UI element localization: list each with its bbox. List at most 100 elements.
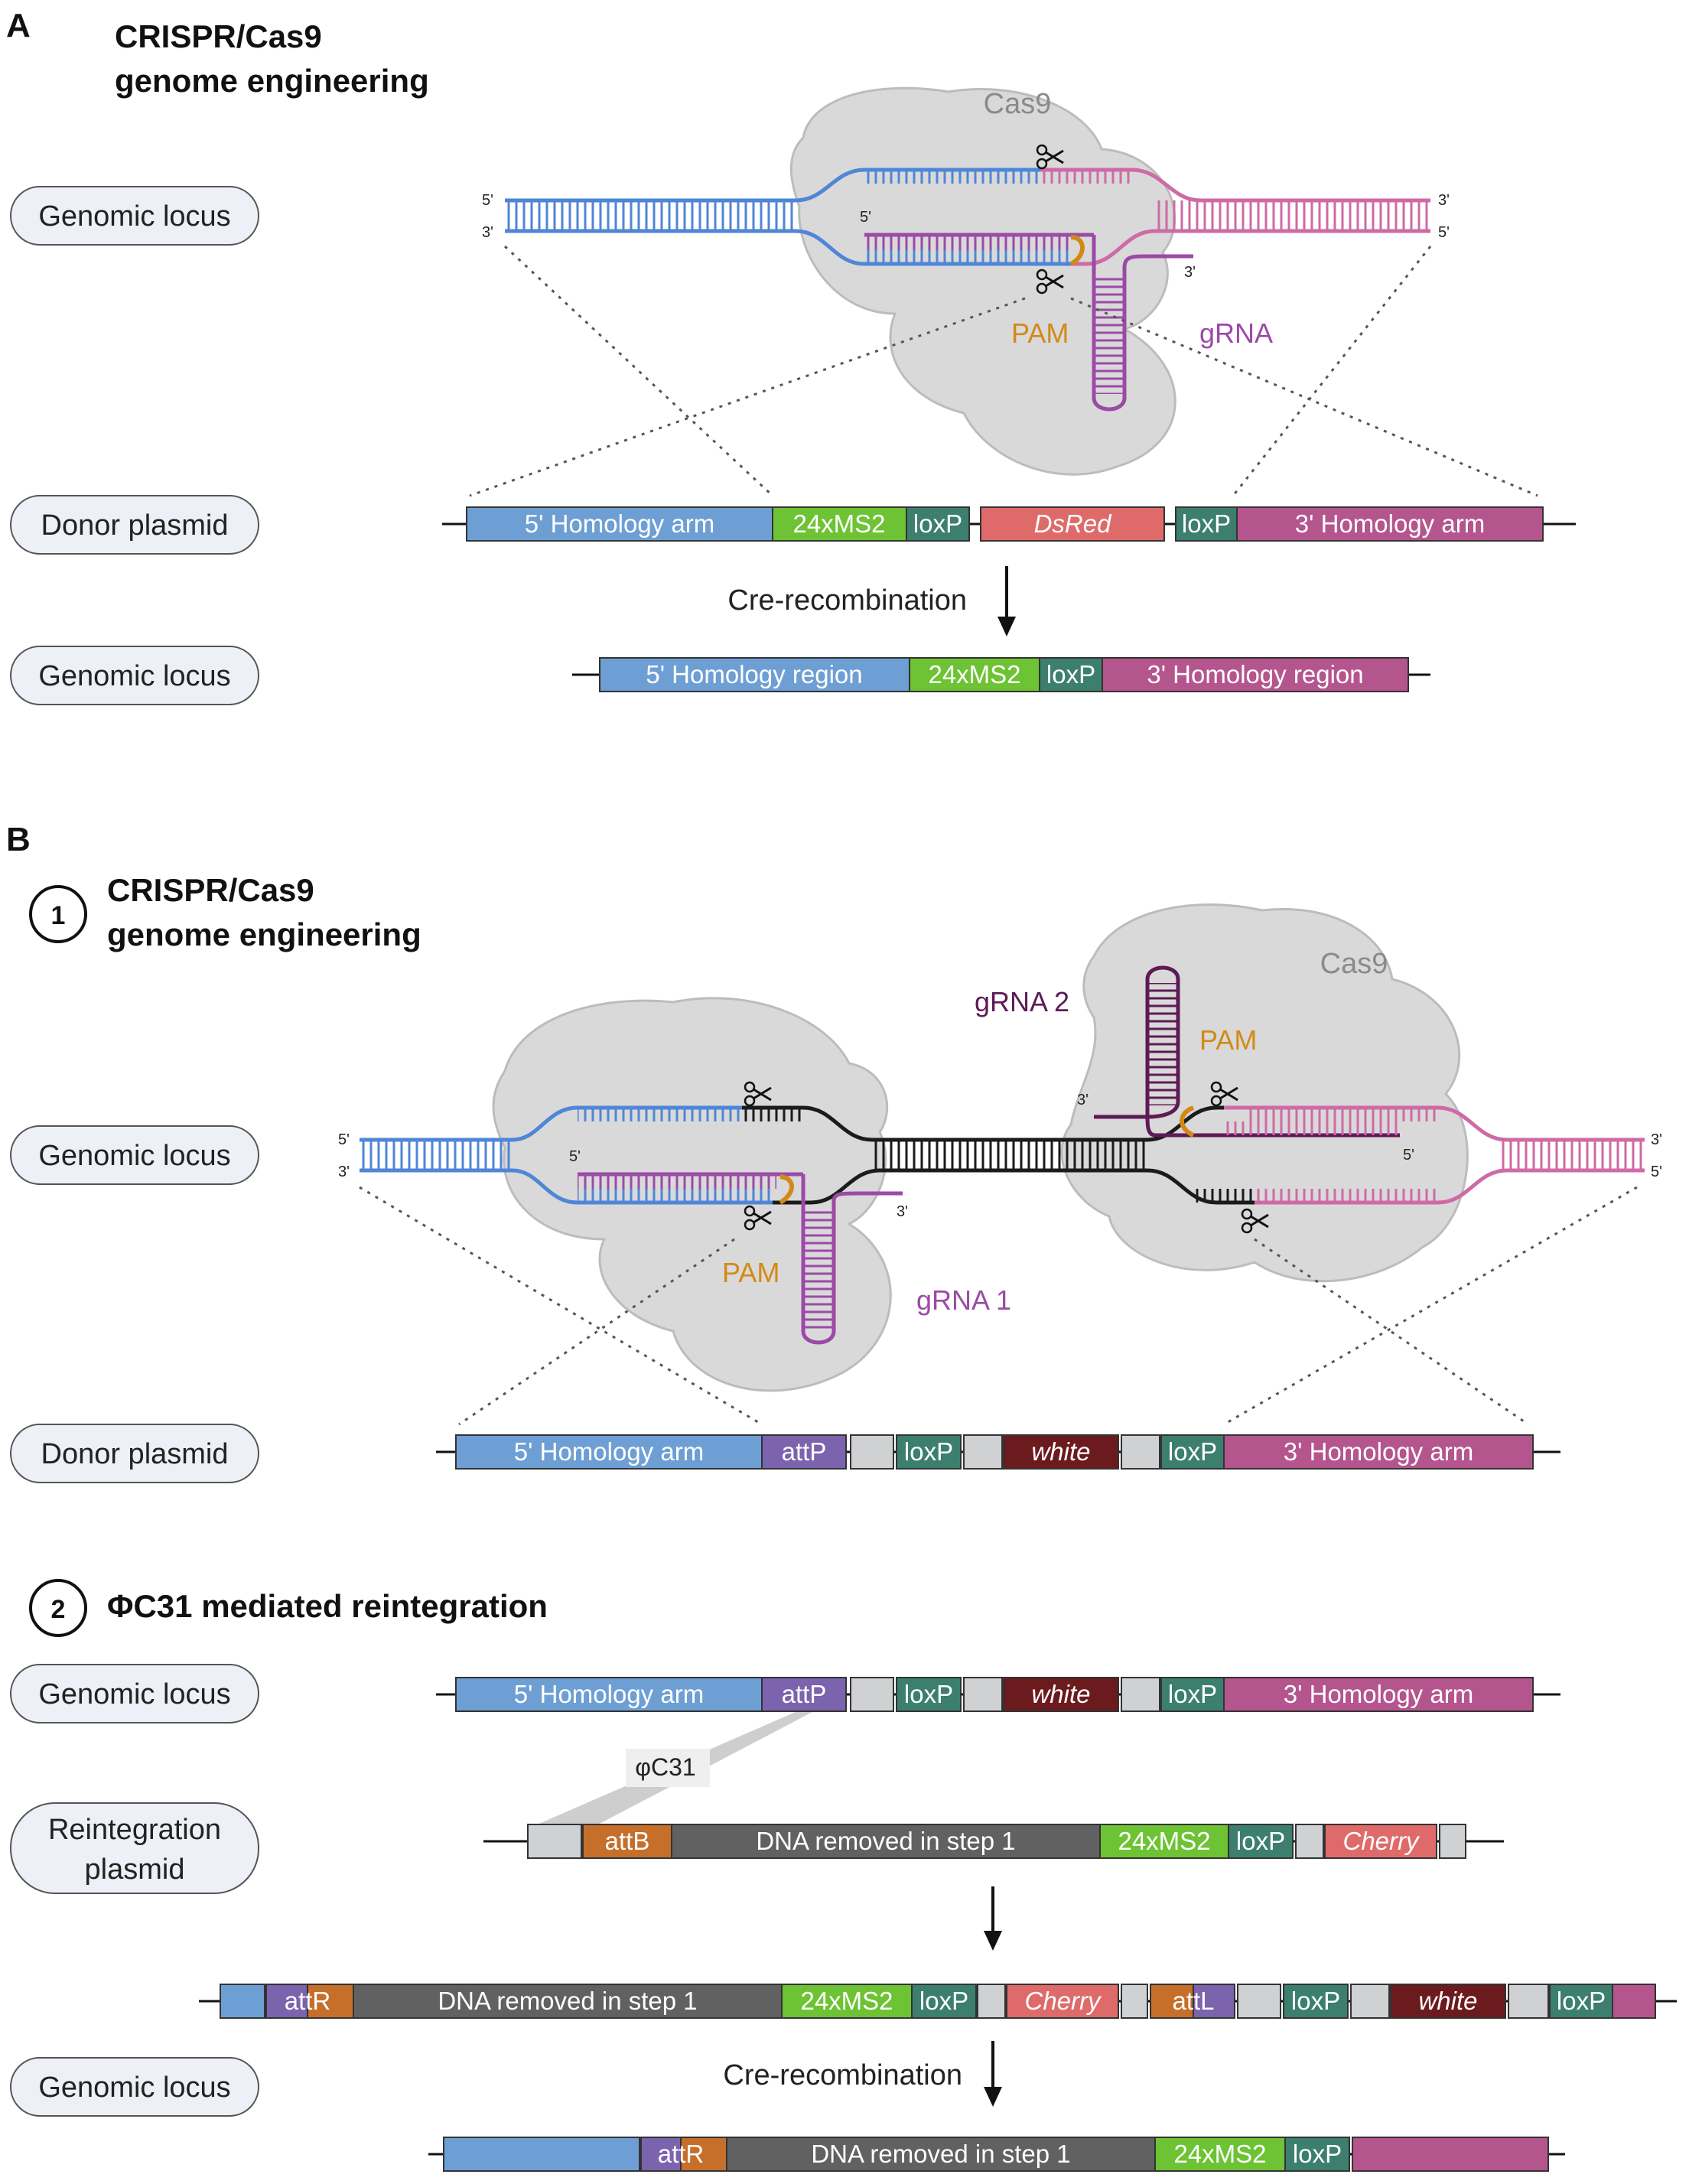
grna2-label: gRNA 2 — [975, 986, 1069, 1017]
seg-a-loxp1: loxP — [913, 509, 962, 538]
dna-duplex-b — [360, 965, 1645, 1345]
arrow-down-b1 — [984, 1886, 1002, 1951]
pill-genomic-locus-b3: Genomic locus — [10, 2057, 259, 2117]
locus-h5: 5' Homology arm — [514, 1680, 704, 1708]
svg-text:Genomic locus: Genomic locus — [38, 1678, 230, 1710]
panel-b-step2-title: ΦC31 mediated reintegration — [107, 1588, 548, 1624]
end-5-b-grna2: 5' — [1403, 1147, 1414, 1164]
pill-genomic-locus-a2: Genomic locus — [10, 646, 259, 705]
svg-text:Donor plasmid: Donor plasmid — [41, 509, 229, 542]
seg-a-dsred: DsRed — [1034, 509, 1113, 538]
end-5-a-left-top: 5' — [482, 192, 493, 209]
pam-label-b-left: PAM — [722, 1257, 779, 1288]
reint-cherry: Cherry — [1342, 1827, 1421, 1855]
seg-a-loxp2: loxP — [1182, 509, 1231, 538]
panel-b-step1-title-line1: CRISPR/Cas9 — [107, 872, 314, 908]
pam-label-a: PAM — [1011, 317, 1069, 349]
arrow-down-a — [997, 566, 1016, 636]
svg-text:Genomic locus: Genomic locus — [38, 2072, 230, 2104]
seg-b-white: white — [1031, 1437, 1090, 1466]
panel-a-title-line1: CRISPR/Cas9 — [115, 18, 322, 54]
end-5-a-grna: 5' — [860, 209, 871, 226]
cre-recombination-a: Cre-recombination — [727, 584, 967, 617]
locus-loxp1: loxP — [904, 1680, 953, 1708]
donor-plasmid-construct-b — [436, 1434, 1560, 1470]
integ-white: white — [1418, 1987, 1477, 2015]
end-3-b-left-bottom: 3' — [338, 1164, 350, 1180]
reint-attb: attB — [605, 1827, 650, 1855]
res-a-h5: 5' Homology region — [646, 660, 862, 688]
arrow-down-b2 — [984, 2041, 1002, 2107]
cre-recombination-b: Cre-recombination — [723, 2059, 962, 2091]
locus-white: white — [1031, 1680, 1090, 1708]
pill-genomic-locus-b1: Genomic locus — [10, 1125, 259, 1185]
dna-duplex-a — [505, 144, 1430, 412]
cas9-label-b: Cas9 — [1320, 948, 1388, 980]
integ-attl: attL — [1172, 1987, 1214, 2015]
cas9-label-a: Cas9 — [984, 88, 1052, 120]
end-3-b-right-top: 3' — [1651, 1131, 1662, 1148]
genomic-locus-result-a — [572, 657, 1430, 692]
locus-loxp2: loxP — [1168, 1680, 1217, 1708]
svg-text:2: 2 — [51, 1595, 66, 1624]
locus-attp: attP — [782, 1680, 827, 1708]
integ-ms2: 24xMS2 — [800, 1987, 893, 2015]
svg-text:Genomic locus: Genomic locus — [38, 1140, 230, 1172]
step-2-badge: 2 — [29, 1579, 87, 1637]
svg-text:Reintegration: Reintegration — [48, 1814, 221, 1846]
end-5-a-right-bottom: 5' — [1438, 224, 1450, 241]
res-a-ms2: 24xMS2 — [928, 660, 1020, 688]
pill-reintegration-plasmid: Reintegration plasmid — [10, 1802, 259, 1894]
genomic-locus-step2 — [436, 1677, 1560, 1712]
final-locus-construct — [428, 2137, 1565, 2172]
integ-attr: attR — [285, 1987, 331, 2015]
end-5-b-left-top: 5' — [338, 1131, 350, 1148]
pam-label-b-right: PAM — [1199, 1024, 1257, 1056]
cas9-protein-a — [789, 86, 1176, 476]
res-a-h3: 3' Homology region — [1147, 660, 1363, 688]
phic31-label: φC31 — [635, 1753, 695, 1781]
svg-text:Genomic locus: Genomic locus — [38, 660, 230, 692]
seg-a-h5: 5' Homology arm — [525, 509, 714, 538]
reint-ms2: 24xMS2 — [1118, 1827, 1210, 1855]
locus-h3: 3' Homology arm — [1284, 1680, 1473, 1708]
reint-removed: DNA removed in step 1 — [756, 1827, 1015, 1855]
integ-loxp1: loxP — [919, 1987, 968, 2015]
dotted-connectors-b — [359, 1186, 1638, 1426]
seg-b-loxp2: loxP — [1168, 1437, 1217, 1466]
panel-a-letter: A — [6, 7, 31, 44]
pill-genomic-locus-b2: Genomic locus — [10, 1664, 259, 1723]
integ-loxp3: loxP — [1557, 1987, 1606, 2015]
svg-text:1: 1 — [51, 901, 66, 930]
seg-b-h3: 3' Homology arm — [1284, 1437, 1473, 1466]
integ-removed: DNA removed in step 1 — [438, 1987, 697, 2015]
final-ms2: 24xMS2 — [1173, 2140, 1266, 2168]
end-3-b-grna1: 3' — [897, 1203, 908, 1220]
integ-cherry: Cherry — [1024, 1987, 1102, 2015]
step-1-badge: 1 — [29, 885, 87, 943]
grna1-label: gRNA 1 — [916, 1284, 1011, 1316]
svg-text:plasmid: plasmid — [85, 1854, 185, 1886]
reint-loxp: loxP — [1236, 1827, 1285, 1855]
svg-text:Donor plasmid: Donor plasmid — [41, 1438, 229, 1470]
final-removed: DNA removed in step 1 — [811, 2140, 1070, 2168]
integ-loxp2: loxP — [1291, 1987, 1340, 2015]
phic31-label-bg — [626, 1749, 710, 1787]
donor-plasmid-construct-a — [442, 506, 1576, 542]
end-3-a-grna: 3' — [1184, 264, 1196, 281]
seg-a-ms2: 24xMS2 — [792, 509, 885, 538]
final-loxp: loxP — [1293, 2140, 1342, 2168]
pill-donor-plasmid-a: Donor plasmid — [10, 495, 259, 555]
end-5-b-right-bottom: 5' — [1651, 1164, 1662, 1180]
final-attr: attR — [658, 2140, 705, 2168]
end-3-a-right-top: 3' — [1438, 192, 1450, 209]
end-3-b-grna2: 3' — [1077, 1092, 1089, 1108]
panel-b-letter: B — [6, 821, 31, 858]
seg-b-h5: 5' Homology arm — [514, 1437, 704, 1466]
seg-b-attp: attP — [782, 1437, 827, 1466]
grna-label-a: gRNA — [1199, 317, 1273, 349]
seg-a-h3: 3' Homology arm — [1295, 509, 1485, 538]
pill-donor-plasmid-b: Donor plasmid — [10, 1424, 259, 1483]
dotted-connectors-a — [469, 245, 1538, 497]
